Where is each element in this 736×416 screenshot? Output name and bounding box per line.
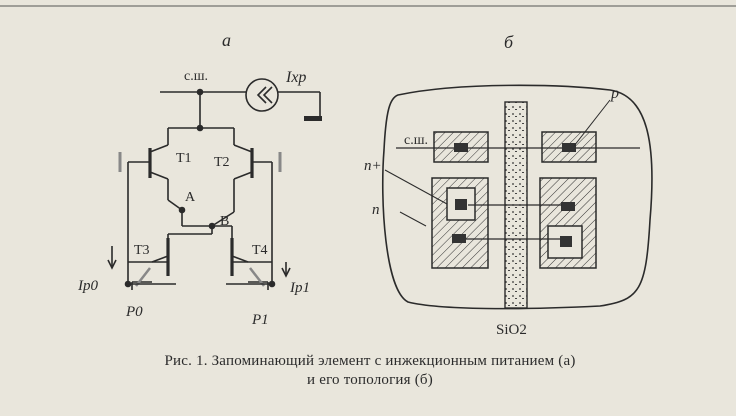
contact-right-top: [562, 143, 576, 152]
contact-left-top: [454, 143, 468, 152]
label-nplus: n+: [364, 158, 382, 174]
label-p0: P0: [125, 304, 143, 320]
label-t3: T3: [134, 243, 150, 258]
label-n: n: [372, 202, 380, 218]
bus-label-a: с.ш.: [184, 69, 208, 84]
label-sio2: SiO2: [496, 322, 527, 338]
label-t2: T2: [214, 155, 230, 170]
contact-left-bottom: [452, 234, 466, 243]
figure-caption: Рис. 1. Запоминающий элемент с инжекцион…: [40, 352, 700, 390]
label-p1: P1: [251, 312, 269, 328]
caption-line-1: Рис. 1. Запоминающий элемент с инжекцион…: [164, 353, 576, 369]
bus-label-b: с.ш.: [404, 133, 428, 148]
contact-nplus-right: [560, 236, 572, 247]
panel-label-b: б: [504, 32, 514, 52]
label-node-b: B: [220, 214, 229, 229]
substrate-outline: [381, 84, 653, 310]
label-ip0: Iр0: [77, 278, 98, 294]
current-label-ixr: Iхр: [285, 69, 306, 86]
injector-symbol: [245, 78, 279, 112]
contact-nplus-left: [455, 199, 467, 210]
circuit-labels: a с.ш. Iхр T1 T2 A B T3 T4 Iр0 Iр1 P0 P1: [77, 30, 310, 328]
label-node-a: A: [185, 190, 196, 205]
leader-p: [573, 99, 611, 147]
topology-labels: б p с.ш. n+ n SiO2: [364, 32, 619, 338]
label-ip1: Iр1: [289, 280, 310, 296]
label-p: p: [610, 85, 619, 102]
leader-n: [399, 211, 427, 227]
contact-right-mid: [561, 202, 575, 211]
panel-label-a: a: [222, 30, 231, 50]
topology-diagram: [381, 84, 653, 310]
label-t4: T4: [252, 243, 268, 258]
ground-symbol: [304, 116, 322, 121]
leader-nplus: [384, 169, 448, 205]
circuit-diagram: [107, 78, 322, 290]
label-t1: T1: [176, 151, 192, 166]
caption-line-2: и его топология (б): [307, 372, 433, 388]
